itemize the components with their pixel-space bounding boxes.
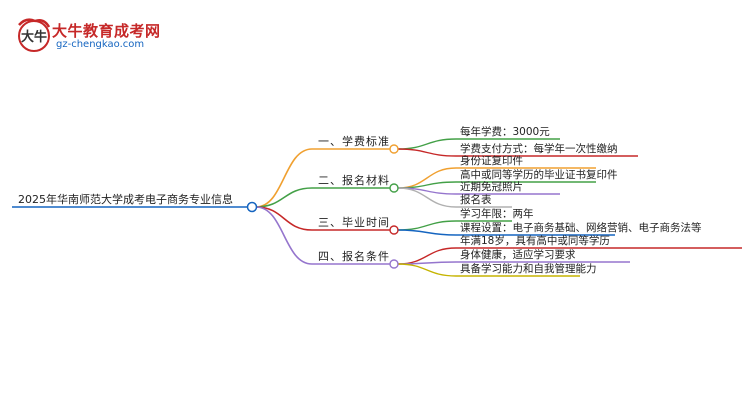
branch-connector [255,206,313,231]
branch-connector [255,206,313,265]
leaf-label: 具备学习能力和自我管理能力 [460,263,597,275]
leaf-connector [397,181,457,189]
branch-label: 四、报名条件 [318,250,390,263]
leaf-label: 课程设置：电子商务基础、网络营销、电子商务法等 [460,222,702,234]
branch-node [389,144,399,154]
leaf-connector [397,187,457,208]
leaf-label: 身体健康，适应学习要求 [460,249,576,261]
leaf-connector [397,148,457,157]
leaf-label: 报名表 [460,194,492,206]
branch-node [389,183,399,193]
leaf-label: 近期免冠照片 [460,181,523,193]
branch-label: 二、报名材料 [318,174,390,187]
leaf-label: 学习年限：两年 [460,208,534,220]
leaf-connector [397,138,457,150]
leaf-label: 年满18岁，具有高中或同等学历 [460,235,610,247]
branch-connector [255,187,313,208]
branch-connector [255,148,313,208]
leaf-label: 身份证复印件 [460,155,523,167]
root-node [246,201,258,213]
leaf-label: 高中或同等学历的毕业证书复印件 [460,169,618,181]
branch-node [389,225,399,235]
logo-mark-text: 大牛 [21,29,47,45]
leaf-label: 学费支付方式：每学年一次性缴纳 [460,143,618,155]
leaf-connector [397,220,457,231]
branch-label: 一、学费标准 [318,135,390,148]
branch-label: 三、毕业时间 [318,216,390,229]
bull-logo-icon: 大牛 [18,18,51,52]
site-title: 大牛教育成考网 [52,22,161,40]
site-url[interactable]: gz-chengkao.com [56,39,145,50]
root-label: 2025年华南师范大学成考电子商务专业信息 [18,193,233,206]
leaf-connector [397,263,457,277]
site-logo[interactable]: 大牛 [16,16,236,56]
leaf-label: 每年学费：3000元 [460,126,550,138]
leaf-connector [397,229,457,236]
branch-node [389,259,399,269]
